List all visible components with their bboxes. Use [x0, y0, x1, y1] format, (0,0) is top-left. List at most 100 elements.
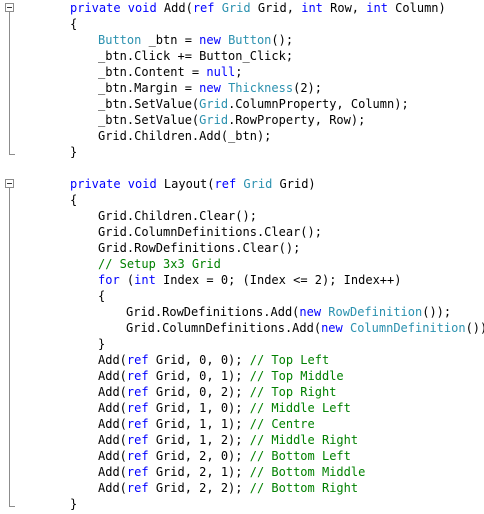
code-token-text: Grid.RowDefinitions.Clear();	[98, 241, 301, 255]
code-token-kw: ref	[126, 401, 156, 415]
code-line: Add(ref Grid, 2, 0); // Bottom Left	[0, 448, 484, 464]
code-token-text: Add(	[98, 449, 127, 463]
code-token-kw: for	[98, 273, 127, 287]
code-line-content: {	[70, 192, 77, 208]
code-token-text: {	[70, 193, 78, 207]
code-token-comment: // Top Right	[249, 385, 337, 399]
code-token-text: Grid, 2, 2);	[155, 481, 250, 495]
code-token-text: ());	[422, 305, 452, 319]
code-token-kw: int	[134, 273, 156, 287]
code-line: Add(ref Grid, 0, 2); // Top Right	[0, 384, 484, 400]
code-line: Add(ref Grid, 2, 1); // Bottom Middle	[0, 464, 484, 480]
code-line: {	[0, 16, 484, 32]
code-token-text: _btn =	[141, 33, 200, 47]
code-token-type: RowDefinition	[328, 305, 423, 319]
code-token-kw: ref	[192, 1, 222, 15]
fold-guide-line	[9, 12, 10, 154]
code-token-text: ;	[235, 65, 243, 79]
code-line-content: _btn.Click += Button_Click;	[98, 48, 293, 64]
code-line-content: Add(ref Grid, 1, 2); // Middle Right	[98, 432, 358, 448]
code-token-text: Layout(	[163, 177, 215, 191]
code-token-text: Row,	[322, 1, 367, 15]
code-token-text: {	[98, 289, 106, 303]
code-line: _btn.Margin = new Thickness(2);	[0, 80, 484, 96]
code-token-text: Grid, 2, 0);	[155, 449, 250, 463]
code-token-text: _btn.SetValue(	[98, 97, 200, 111]
code-token-kw: ref	[214, 177, 244, 191]
code-token-text: Grid.Children.Clear();	[98, 209, 257, 223]
code-line-content: Button _btn = new Button();	[98, 32, 293, 48]
code-line-content: Grid.Children.Clear();	[98, 208, 257, 224]
code-line: {	[0, 288, 484, 304]
code-token-type: Button	[228, 33, 272, 47]
code-token-text: Grid)	[272, 177, 316, 191]
code-token-text: Column)	[387, 1, 446, 15]
code-token-text: Index = 0; (Index <= 2); Index++)	[155, 273, 402, 287]
collapse-toggle-icon[interactable]	[5, 179, 14, 188]
code-token-text: _btn.Margin =	[98, 81, 200, 95]
code-token-text: Grid, 1, 2);	[155, 433, 250, 447]
code-line	[0, 160, 484, 176]
code-line-content: Add(ref Grid, 0, 1); // Top Middle	[98, 368, 344, 384]
code-line: Grid.ColumnDefinitions.Clear();	[0, 224, 484, 240]
code-token-type: Grid	[199, 97, 229, 111]
code-line-content: Grid.ColumnDefinitions.Clear();	[98, 224, 322, 240]
code-line: private void Add(ref Grid Grid, int Row,…	[0, 0, 484, 16]
code-line-content: Add(ref Grid, 1, 0); // Middle Left	[98, 400, 351, 416]
code-token-text: Add(	[163, 1, 193, 15]
code-token-text: Grid, 0, 2);	[155, 385, 250, 399]
code-line-content: {	[70, 16, 77, 32]
code-line-content: _btn.Margin = new Thickness(2);	[98, 80, 322, 96]
code-token-comment: // Bottom Left	[249, 449, 351, 463]
code-token-text: Grid.RowDefinitions.Add(	[126, 305, 300, 319]
code-line-content: Add(ref Grid, 2, 2); // Bottom Right	[98, 480, 358, 496]
code-token-text: Grid, 1, 0);	[155, 401, 250, 415]
code-line-content: {	[98, 288, 105, 304]
code-line-content: // Setup 3x3 Grid	[98, 256, 221, 272]
code-line-content: _btn.SetValue(Grid.RowProperty, Row);	[98, 112, 365, 128]
code-line-content: }	[70, 144, 77, 160]
code-line-content: Add(ref Grid, 2, 1); // Bottom Middle	[98, 464, 365, 480]
code-token-comment: // Bottom Right	[249, 481, 359, 495]
code-token-kw: private void	[70, 177, 164, 191]
code-token-kw: int	[366, 1, 388, 15]
collapse-toggle-icon[interactable]	[5, 3, 14, 12]
code-token-text: _btn.SetValue(	[98, 113, 200, 127]
code-token-kw: new	[199, 33, 229, 47]
code-line: Add(ref Grid, 1, 0); // Middle Left	[0, 400, 484, 416]
code-token-comment: // Bottom Middle	[249, 465, 366, 479]
code-token-type: Grid	[199, 113, 229, 127]
code-line: Grid.RowDefinitions.Add(new RowDefinitio…	[0, 304, 484, 320]
code-line: _btn.SetValue(Grid.ColumnProperty, Colum…	[0, 96, 484, 112]
code-token-text: Grid, 0, 0);	[155, 353, 250, 367]
code-line-content: Add(ref Grid, 0, 0); // Top Left	[98, 352, 329, 368]
code-line-content: Add(ref Grid, 1, 1); // Centre	[98, 416, 315, 432]
code-token-text: }	[70, 145, 78, 159]
code-line: _btn.SetValue(Grid.RowProperty, Row);	[0, 112, 484, 128]
code-token-kw: ref	[126, 465, 156, 479]
code-line-content: Grid.Children.Add(_btn);	[98, 128, 271, 144]
code-token-text: Add(	[98, 433, 127, 447]
code-token-kw: new	[299, 305, 329, 319]
code-line: }	[0, 336, 484, 352]
code-token-text: Add(	[98, 401, 127, 415]
code-line: Grid.ColumnDefinitions.Add(new ColumnDef…	[0, 320, 484, 336]
code-token-comment: // Middle Right	[249, 433, 359, 447]
code-token-kw: ref	[126, 417, 156, 431]
code-token-comment: // Centre	[249, 417, 315, 431]
code-token-comment: // Setup 3x3 Grid	[98, 257, 221, 271]
code-token-type: Grid	[243, 177, 273, 191]
code-line: _btn.Click += Button_Click;	[0, 48, 484, 64]
code-token-text: Grid, 0, 1);	[155, 369, 250, 383]
code-token-text: Add(	[98, 481, 127, 495]
code-token-text: Grid.Children.Add(_btn);	[98, 129, 272, 143]
code-line: Add(ref Grid, 1, 1); // Centre	[0, 416, 484, 432]
code-line: Add(ref Grid, 0, 0); // Top Left	[0, 352, 484, 368]
code-line: Grid.RowDefinitions.Clear();	[0, 240, 484, 256]
code-token-type: Grid	[221, 1, 251, 15]
code-token-kw: private void	[70, 1, 164, 15]
code-token-text: ();	[271, 33, 294, 47]
code-token-text: Add(	[98, 353, 127, 367]
code-token-kw: ref	[126, 433, 156, 447]
